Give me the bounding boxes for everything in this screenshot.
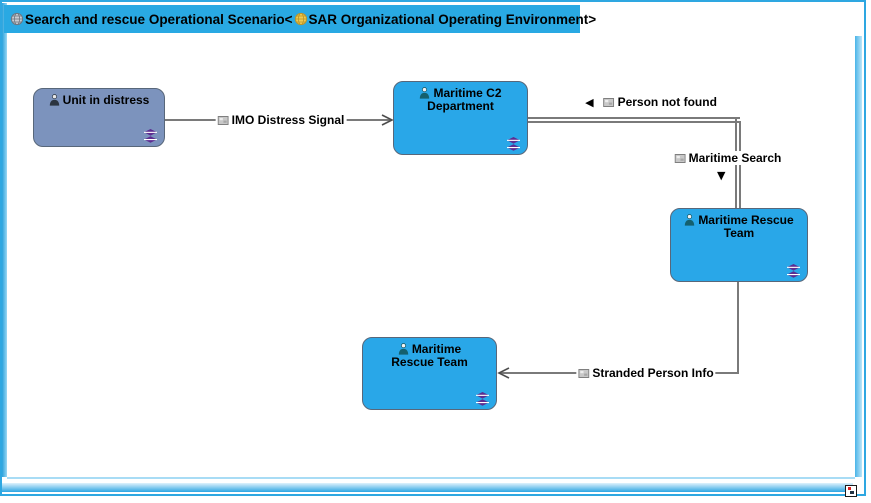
- person-icon: [398, 343, 409, 355]
- stereotype-diamonds-icon: [506, 137, 521, 151]
- flow-item-icon: [603, 97, 615, 107]
- node-label: Maritime Rescue Team: [698, 213, 794, 240]
- stereotype-diamonds-icon: [475, 392, 490, 406]
- person-icon: [49, 94, 60, 106]
- stereotype-diamonds-icon: [143, 129, 158, 143]
- corner-red-square: [848, 487, 851, 490]
- flow-label-text: Person not found: [617, 95, 717, 109]
- label-person-not-found[interactable]: ◀ Person not found: [583, 95, 719, 109]
- diagram-title-suffix: SAR Organizational Operating Environment…: [308, 11, 597, 27]
- node-maritime-c2-department[interactable]: Maritime C2 Department: [393, 81, 528, 155]
- flow-label-text: IMO Distress Signal: [231, 113, 345, 127]
- resize-corner-icon: [845, 485, 857, 497]
- frame-bottom-inner-line: [7, 477, 855, 479]
- diagram-title-bar[interactable]: Search and rescue Operational Scenario< …: [4, 5, 596, 33]
- person-icon: [684, 214, 695, 226]
- node-label: Maritime Rescue Team: [391, 342, 468, 369]
- open-arrowhead-left-icon: [497, 366, 511, 380]
- node-unit-in-distress[interactable]: Unit in distress: [33, 88, 165, 147]
- flow-item-icon: [217, 115, 229, 125]
- label-stranded-person-info[interactable]: Stranded Person Info: [576, 366, 716, 380]
- flow-item-icon: [674, 153, 686, 163]
- node-maritime-rescue-team-bottom[interactable]: Maritime Rescue Team: [362, 337, 497, 410]
- frame-left-band: [2, 3, 7, 477]
- node-label: Maritime C2 Department: [427, 86, 502, 113]
- label-imo-distress-signal[interactable]: IMO Distress Signal: [215, 113, 347, 127]
- direction-left-icon: ◀: [585, 95, 594, 109]
- connector-person-not-found[interactable]: [528, 117, 740, 119]
- flow-label-text: Maritime Search: [688, 151, 782, 165]
- node-maritime-rescue-team-right[interactable]: Maritime Rescue Team: [670, 208, 808, 282]
- open-arrowhead-right-icon: [380, 113, 394, 127]
- horizontal-scrollbar[interactable]: [2, 483, 853, 492]
- flow-item-icon: [578, 368, 590, 378]
- direction-down-icon: ▼: [717, 169, 726, 182]
- globe-icon-yellow: [294, 12, 308, 26]
- connector-maritime-search[interactable]: [528, 121, 741, 123]
- flow-label-text: Stranded Person Info: [592, 366, 714, 380]
- globe-icon: [10, 12, 24, 26]
- node-label: Unit in distress: [62, 93, 150, 107]
- diagram-title-prefix: Search and rescue Operational Scenario<: [25, 11, 293, 27]
- connector-stranded-vertical[interactable]: [737, 282, 739, 373]
- corner-blue-square: [850, 491, 854, 494]
- vertical-scrollbar[interactable]: [855, 36, 862, 477]
- person-icon: [419, 87, 430, 99]
- stereotype-diamonds-icon: [786, 264, 801, 278]
- label-maritime-search[interactable]: Maritime Search: [672, 151, 784, 165]
